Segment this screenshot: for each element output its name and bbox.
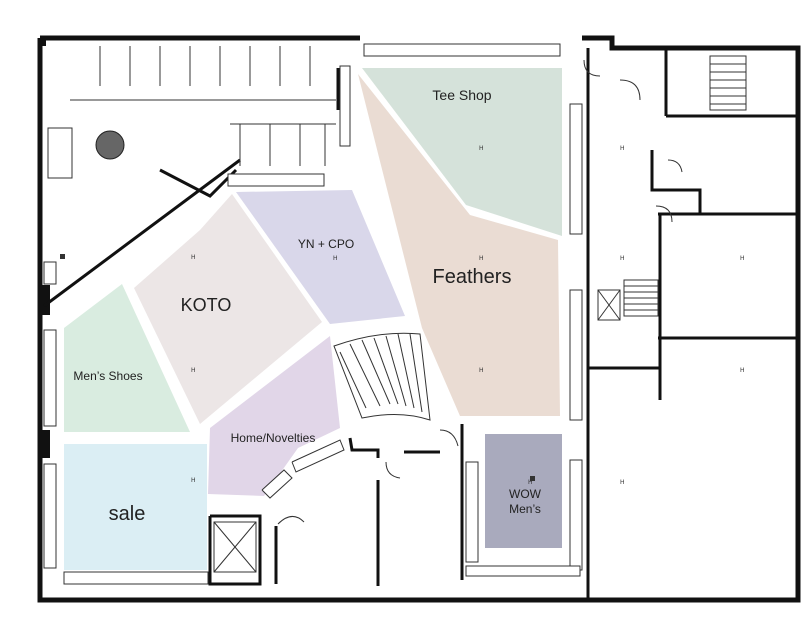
fixture-markers: H H H H H H H H H H H H H [60,145,745,486]
svg-text:H: H [620,255,625,262]
zone-koto[interactable] [134,194,322,424]
label-wow-line1: WOW [509,487,542,501]
zone-feathers[interactable] [358,74,560,416]
svg-text:H: H [528,479,533,486]
svg-text:H: H [191,367,196,374]
svg-text:H: H [333,255,338,262]
staircase-2 [623,279,659,317]
display-shelf [43,261,57,285]
zone-wow-mens[interactable] [485,434,562,548]
svg-text:H: H [740,367,745,374]
svg-text:H: H [479,145,484,152]
zone-yn-cpo[interactable] [236,190,405,324]
elevator-icon [213,521,257,573]
round-table [95,130,125,160]
label-sale: sale [109,503,146,525]
wall-shelves [43,43,583,585]
counter [47,127,73,179]
fitting-rooms [70,46,336,166]
svg-text:H: H [479,367,484,374]
label-feathers: Feathers [433,266,512,288]
zone-tee-shop[interactable] [362,68,562,236]
staircase-3 [709,55,747,111]
label-wow-line2: Men’s [509,502,541,516]
svg-text:H: H [620,479,625,486]
svg-text:H: H [191,254,196,261]
staircase [333,332,431,421]
label-koto: KOTO [181,295,232,315]
svg-text:H: H [620,145,625,152]
svg-text:H: H [479,255,484,262]
label-yn-cpo: YN + CPO [298,237,354,251]
zone-sale[interactable] [64,444,207,570]
door-arcs [277,59,683,525]
svg-text:H: H [740,255,745,262]
zone-mens-shoes[interactable] [64,284,190,432]
label-home-novelties: Home/Novelties [231,431,316,445]
zone-home-novelties[interactable] [208,336,340,496]
svg-text:H: H [191,477,196,484]
label-mens-shoes: Men’s Shoes [73,369,142,383]
label-tee-shop: Tee Shop [432,87,491,103]
elevator-icon-2 [597,289,621,321]
